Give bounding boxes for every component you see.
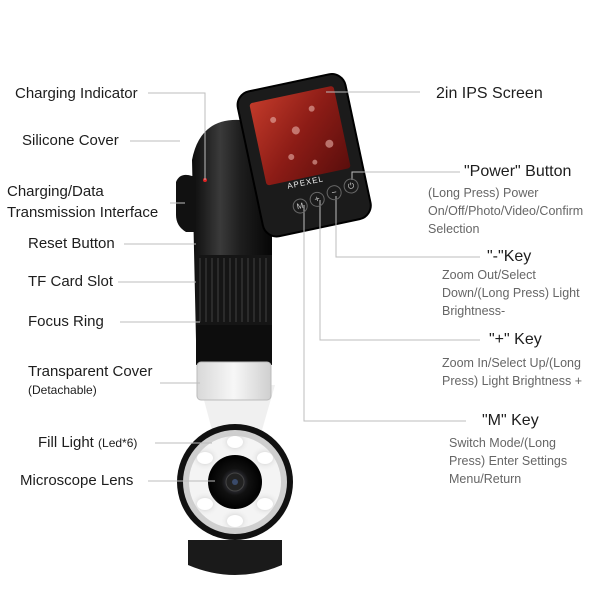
- label-charging-data-line1: Charging/Data: [7, 183, 104, 200]
- label-silicone-cover: Silicone Cover: [22, 132, 119, 149]
- label-m-key: "M" Key: [482, 412, 539, 429]
- m-button[interactable]: M: [291, 197, 310, 215]
- silicone-cover: [176, 174, 196, 232]
- desc-m-key: Switch Mode/(Long Press) Enter Settings …: [449, 436, 568, 486]
- led: [227, 436, 243, 448]
- desc-minus-key: Zoom Out/Select Down/(Long Press) Light …: [442, 268, 580, 318]
- led: [197, 498, 213, 510]
- transparent-cover: [196, 361, 272, 401]
- label-fill-light-note: (Led*6): [98, 436, 138, 450]
- leader-power: [351, 171, 460, 180]
- label-power-button: "Power" Button: [464, 163, 572, 180]
- label-minus-key: "-"Key: [487, 248, 532, 265]
- led: [257, 452, 273, 464]
- led: [197, 452, 213, 464]
- desc-power-button: (Long Press) Power On/Off/Photo/Video/Co…: [428, 186, 584, 236]
- label-ips-screen: 2in IPS Screen: [436, 85, 543, 102]
- label-focus-ring: Focus Ring: [28, 313, 104, 330]
- label-reset-button: Reset Button: [28, 235, 115, 252]
- leader-plus: [319, 200, 480, 341]
- leader-m: [303, 205, 466, 422]
- plus-button[interactable]: +: [308, 190, 327, 209]
- label-charging-data-line2: Transmission Interface: [7, 204, 159, 221]
- label-charging-indicator: Charging Indicator: [15, 85, 138, 102]
- led: [227, 515, 243, 527]
- label-fill-light-text: Fill Light: [38, 434, 94, 451]
- label-tf-card-slot: TF Card Slot: [28, 273, 114, 290]
- power-button[interactable]: ⏻: [342, 177, 361, 195]
- leader-minus: [335, 196, 480, 258]
- label-transparent-cover: Transparent Cover: [28, 363, 153, 380]
- led: [257, 498, 273, 510]
- leader-charging-indicator: [148, 92, 206, 180]
- label-fill-light: Fill Light (Led*6): [38, 434, 137, 452]
- ips-screen: [249, 86, 351, 186]
- desc-plus-key: Zoom In/Select Up/(Long Press) Light Bri…: [442, 356, 582, 388]
- label-microscope-lens: Microscope Lens: [20, 472, 134, 489]
- label-charging-data: Charging/Data Transmission Interface: [7, 183, 158, 222]
- label-transparent-cover-note: (Detachable): [28, 383, 97, 397]
- minus-button[interactable]: −: [325, 183, 344, 202]
- label-plus-key: "+" Key: [489, 331, 542, 348]
